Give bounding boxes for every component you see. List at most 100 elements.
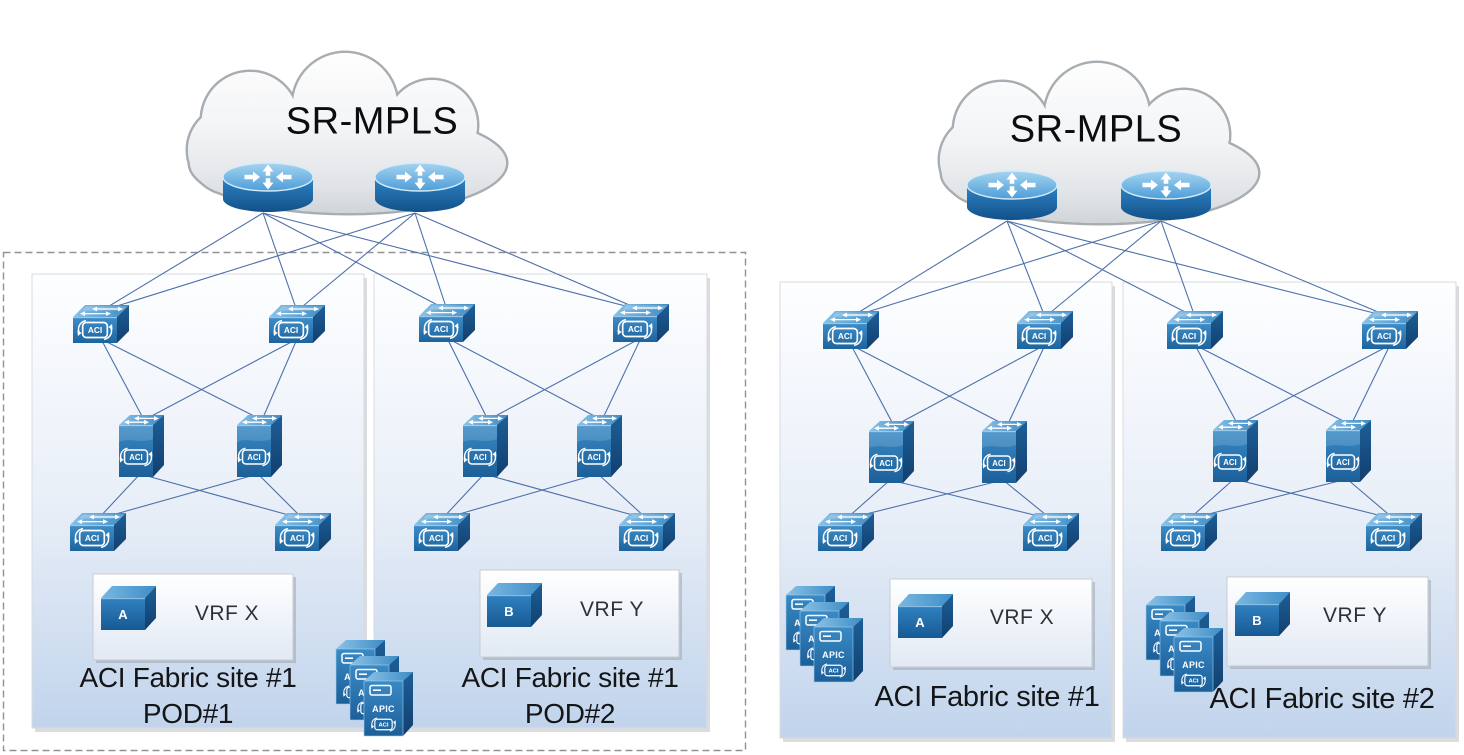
link-line (446, 337, 489, 421)
aci-logo: ACI (77, 320, 113, 340)
leaf-switch-icon: ACI (269, 305, 325, 343)
link-line (100, 212, 416, 312)
link-line (100, 338, 145, 421)
svg-text:APIC: APIC (372, 704, 395, 714)
vrf-chip-icon-pod1: A (101, 586, 156, 630)
svg-text:ACI: ACI (129, 453, 142, 462)
svg-text:ACI: ACI (1176, 533, 1190, 543)
clouds-layer (185, 50, 1261, 226)
svg-text:ACI: ACI (587, 453, 600, 462)
background-layer (2, 251, 747, 752)
link-line (296, 212, 416, 312)
aci-logo: ACI (463, 447, 497, 467)
aci-logo: ACI (1021, 326, 1057, 346)
svg-text:ACI: ACI (434, 324, 448, 334)
aci-logo: ACI (982, 453, 1016, 473)
leaf-switch-icon: ACI (613, 304, 669, 342)
svg-text:ACI: ACI (838, 331, 852, 341)
svg-text:ACI: ACI (1336, 458, 1349, 467)
link-line (1188, 478, 1235, 520)
link-line (1044, 220, 1162, 318)
link-line (1160, 220, 1196, 318)
link-line (1350, 344, 1391, 426)
link-line (1346, 478, 1395, 520)
link-line (143, 338, 298, 421)
link-line (262, 212, 448, 311)
svg-text:ACI: ACI (85, 533, 99, 543)
aci-logo: ACI (1181, 673, 1206, 688)
link-line (850, 220, 1008, 318)
leaf-switch-icon: ACI (1362, 311, 1418, 349)
link-line (1194, 344, 1352, 426)
leaf-switch-icon: ACI (1167, 311, 1223, 349)
svg-text:ACI: ACI (828, 669, 838, 675)
link-line (441, 473, 599, 520)
svg-text:ACI: ACI (1223, 458, 1236, 467)
leaf-switch-icon: ACI (1161, 513, 1217, 551)
link-line (845, 479, 1004, 520)
leaf-switch-icon: ACI (419, 304, 475, 342)
spine-switch-icon: ACI (869, 421, 914, 483)
links-layer (97, 212, 1395, 520)
link-line (889, 479, 1052, 520)
aci-logo: ACI (577, 447, 611, 467)
vrf-chip-letter: B (504, 604, 513, 619)
aci-logo: ACI (1171, 326, 1207, 346)
link-line (414, 212, 448, 311)
link-line (97, 473, 259, 520)
spine-switch-icon: ACI (577, 415, 622, 477)
aci-logo: ACI (273, 320, 309, 340)
aci-logo: ACI (1213, 452, 1247, 472)
link-line (1237, 344, 1391, 426)
leaf-switch-icon: ACI (414, 513, 470, 551)
aci-logo: ACI (1027, 528, 1063, 548)
link-line (441, 473, 485, 520)
svg-text:ACI: ACI (284, 325, 298, 335)
svg-text:ACI: ACI (1182, 331, 1196, 341)
link-line (601, 337, 642, 421)
link-line (893, 344, 1046, 427)
vrf-chip-letter: A (915, 615, 925, 630)
link-line (1006, 344, 1046, 427)
aci-logo: ACI (1366, 326, 1402, 346)
vrf-chip-icon-site2: B (1235, 592, 1290, 636)
link-line (1006, 220, 1391, 318)
svg-text:ACI: ACI (473, 453, 486, 462)
aci-logo: ACI (418, 528, 454, 548)
link-line (1006, 220, 1046, 318)
svg-text:ACI: ACI (1188, 679, 1198, 685)
aci-logo: ACI (1326, 452, 1360, 472)
aci-logo: ACI (623, 528, 659, 548)
link-line (1194, 344, 1239, 426)
link-line (139, 473, 304, 520)
link-line (257, 473, 304, 520)
aci-logo: ACI (821, 663, 846, 678)
link-line (1002, 479, 1052, 520)
link-line (597, 473, 648, 520)
svg-text:ACI: ACI (1381, 533, 1395, 543)
spine-switch-icon: ACI (237, 415, 282, 477)
svg-text:ACI: ACI (879, 459, 892, 468)
link-line (1233, 478, 1395, 520)
svg-text:APIC: APIC (822, 650, 845, 660)
aci-logo: ACI (869, 453, 903, 473)
svg-text:ACI: ACI (429, 533, 443, 543)
link-line (850, 344, 1008, 427)
aci-logo: ACI (119, 447, 153, 467)
aci-logo: ACI (617, 319, 653, 339)
svg-text:ACI: ACI (88, 325, 102, 335)
svg-text:APIC: APIC (1182, 660, 1205, 670)
svg-text:ACI: ACI (628, 324, 642, 334)
svg-text:ACI: ACI (290, 533, 304, 543)
link-line (262, 212, 642, 311)
spine-switch-icon: ACI (1326, 420, 1371, 482)
vrf-chip-icon-pod2: B (487, 583, 542, 627)
leaf-switch-icon: ACI (1017, 311, 1073, 349)
link-line (100, 338, 263, 421)
multipod-group-border (2, 251, 747, 752)
link-line (97, 473, 141, 520)
aci-logo: ACI (822, 528, 858, 548)
